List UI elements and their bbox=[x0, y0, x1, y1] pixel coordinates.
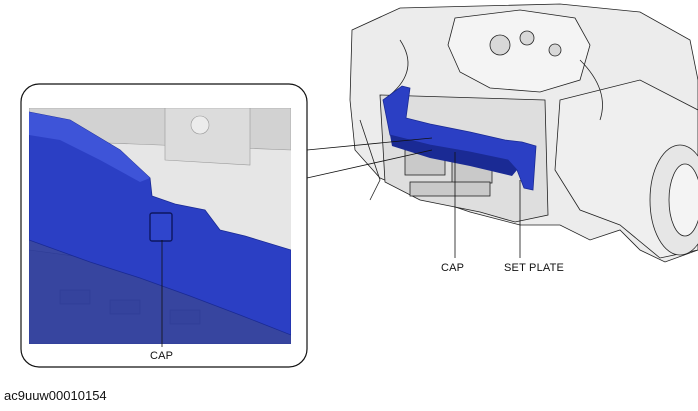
engine-port bbox=[519, 30, 535, 46]
detail-inset-image bbox=[29, 108, 291, 344]
detail-inset bbox=[20, 83, 308, 368]
engine-cover bbox=[447, 9, 591, 93]
figure-code: ac9uuw00010154 bbox=[4, 388, 107, 403]
radiator-upper-member-highlight bbox=[382, 85, 537, 191]
blue-member-detail-top bbox=[29, 112, 150, 182]
bracket-plate bbox=[164, 108, 251, 166]
callout-line-lower bbox=[306, 149, 433, 179]
engine-port bbox=[548, 43, 562, 57]
blue-member-detail-shade bbox=[29, 240, 291, 344]
hose bbox=[579, 59, 603, 121]
engine-oil-cap bbox=[489, 34, 511, 56]
front-wheel-rim bbox=[668, 163, 698, 237]
blue-member-shade bbox=[390, 135, 517, 176]
leader-lines-main bbox=[306, 137, 521, 258]
cap-label-detail: CAP bbox=[150, 350, 174, 362]
frame-edge bbox=[359, 119, 381, 201]
cap-label-main: CAP bbox=[441, 262, 465, 274]
callout-line-upper bbox=[306, 137, 433, 151]
hose bbox=[389, 39, 409, 96]
bracket-hole bbox=[190, 115, 210, 135]
cap-detail-marker bbox=[149, 212, 173, 242]
set-plate-label: SET PLATE bbox=[504, 262, 565, 274]
